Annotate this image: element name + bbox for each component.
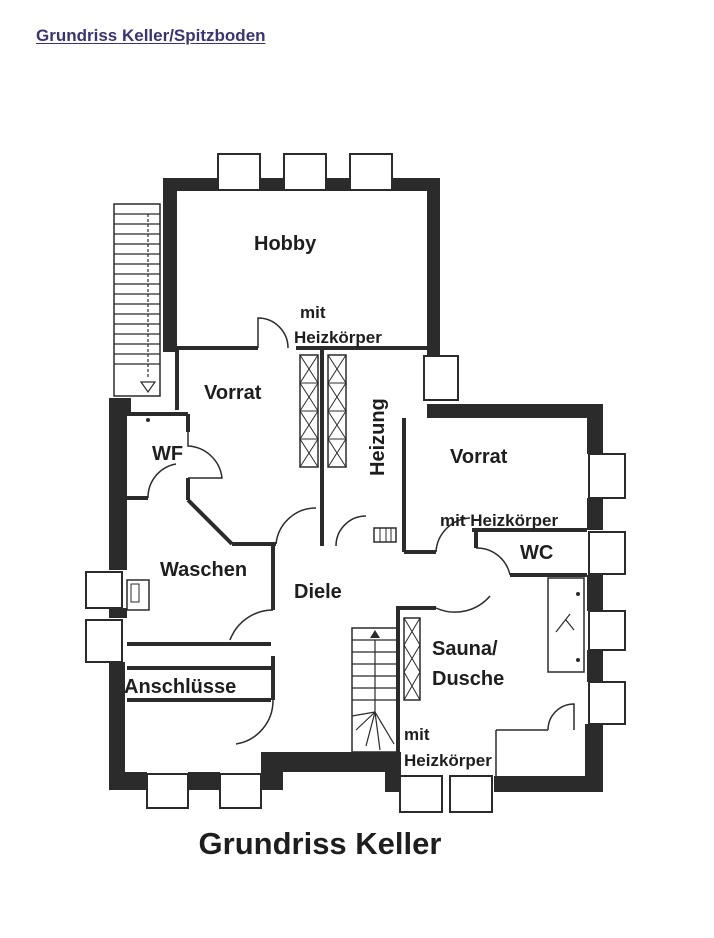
room-label-vorrat-right: Vorrat [450, 446, 508, 468]
fixtures [126, 418, 585, 673]
room-label-anschluesse: Anschlüsse [124, 676, 236, 698]
interior-staircase [351, 627, 399, 753]
room-note-hobby-1: mit [300, 303, 326, 322]
room-label-vorrat-left: Vorrat [204, 382, 262, 404]
room-note-hobby-2: Heizkörper [294, 328, 382, 347]
room-label-wc: WC [520, 542, 553, 564]
room-label-sauna-2: Dusche [432, 668, 504, 690]
page-title: Grundriss Keller/Spitzboden [36, 26, 266, 45]
room-label-hobby: Hobby [254, 233, 317, 255]
room-note-vorrat-right: mit Heizkörper [440, 511, 558, 530]
interior-walls [127, 346, 587, 776]
heating-racks [299, 354, 421, 701]
plan-caption: Grundriss Keller [198, 826, 442, 861]
room-labels: Hobby mit Heizkörper Vorrat WF Heizung V… [124, 233, 558, 770]
room-label-heizung: Heizung [367, 398, 389, 476]
exterior-walls [109, 178, 603, 792]
room-label-diele: Diele [294, 581, 342, 603]
room-label-waschen: Waschen [160, 559, 247, 581]
room-note-bottom-1: mit [404, 725, 430, 744]
exterior-staircase [113, 203, 161, 397]
windows [85, 153, 626, 813]
room-label-wf: WF [152, 443, 183, 465]
room-note-bottom-2: Heizkörper [404, 751, 492, 770]
room-label-sauna-1: Sauna/ [432, 638, 498, 660]
doors [147, 317, 575, 745]
